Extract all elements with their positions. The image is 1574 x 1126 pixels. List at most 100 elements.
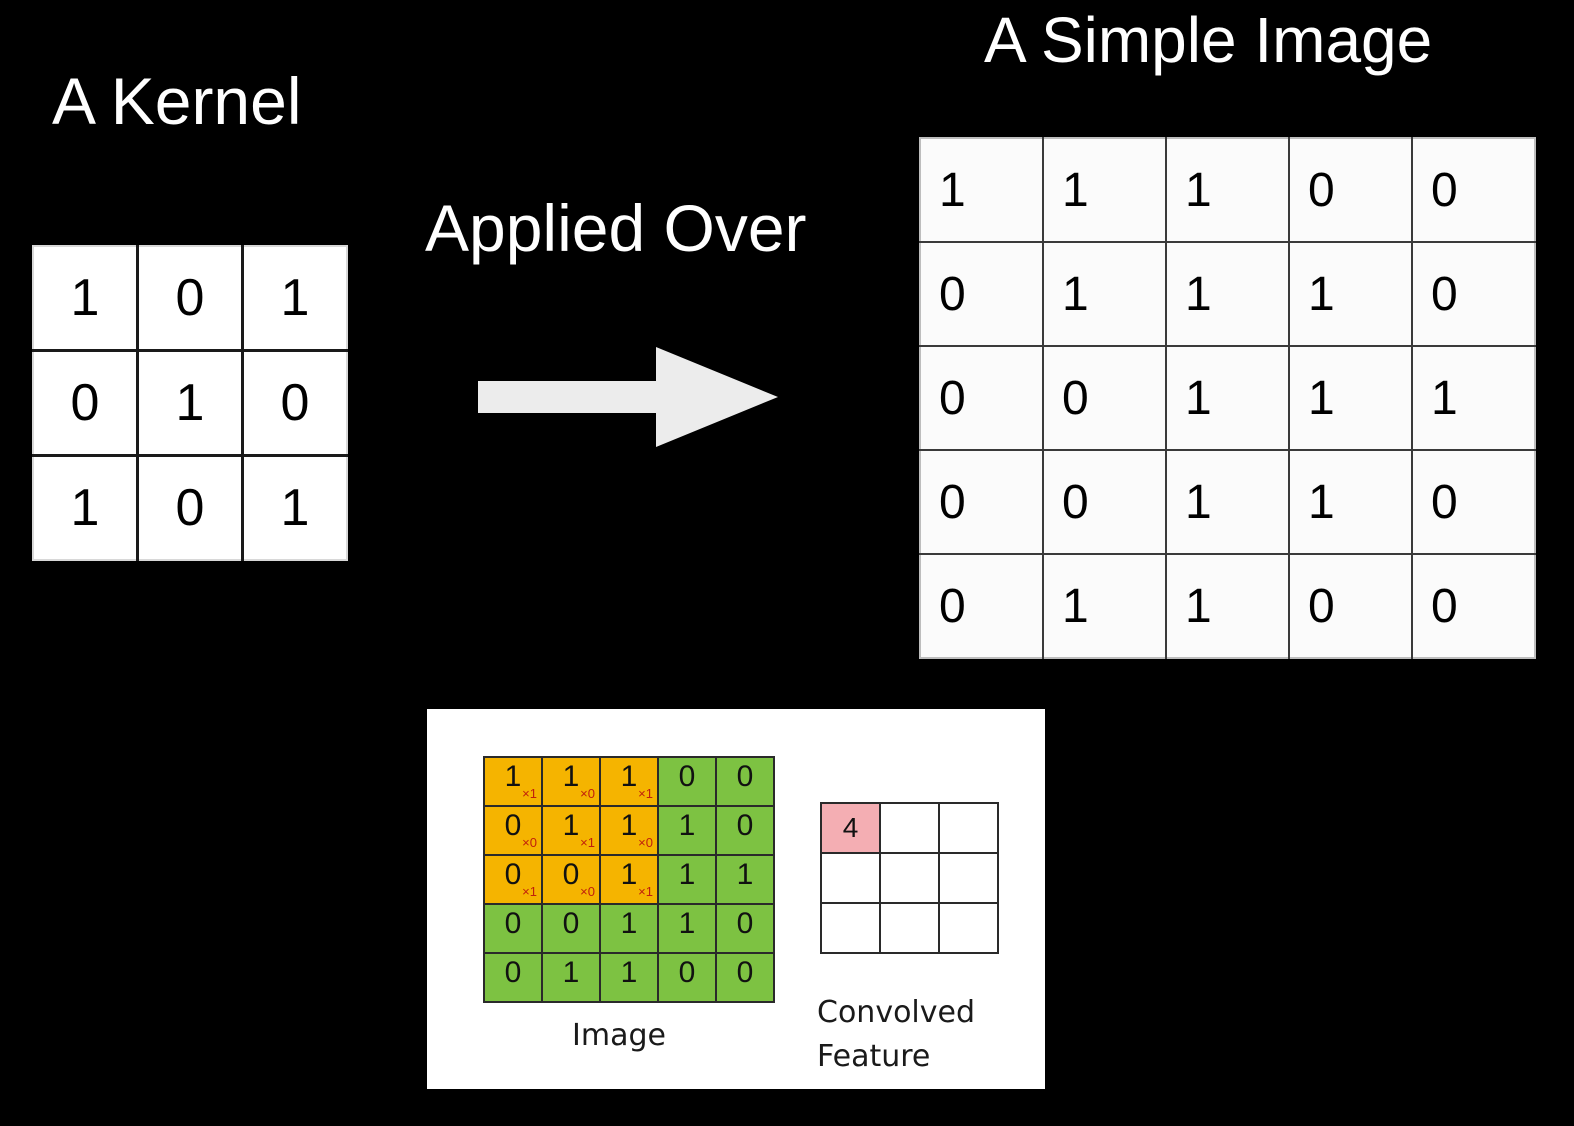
kernel-cell: 1 xyxy=(136,349,244,457)
conv-cell-content: 1 xyxy=(659,803,715,850)
convolved-feature-label-line1: Convolved xyxy=(817,995,976,1030)
convolved-feature-matrix: 4 xyxy=(820,802,999,954)
right-arrow-icon xyxy=(478,347,778,447)
image-cell: 0 xyxy=(920,345,1044,451)
conv-cell-content: 0 xyxy=(485,950,541,997)
conv-cell-content: 0 xyxy=(543,901,599,948)
conv-cell-content: 0 xyxy=(659,754,715,801)
kernel-window-cell: 0×0 xyxy=(541,852,601,905)
kernel-cell: 1 xyxy=(241,454,347,560)
conv-image-cell: 1 xyxy=(599,950,659,1003)
conv-cell-content: 1×1 xyxy=(485,754,541,801)
image-cell: 0 xyxy=(920,553,1044,658)
applied-over-label: Applied Over xyxy=(425,191,807,265)
feature-cell xyxy=(938,802,999,854)
image-cell: 1 xyxy=(1165,553,1290,658)
kernel-title: A Kernel xyxy=(52,64,302,138)
image-cell: 1 xyxy=(1411,345,1535,451)
conv-image-cell: 0 xyxy=(715,903,775,954)
image-cell: 1 xyxy=(1288,449,1413,555)
image-label: Image xyxy=(572,1018,666,1053)
conv-cell-value: 0 xyxy=(736,907,754,940)
conv-cell-value: 1 xyxy=(562,809,580,842)
kernel-window-cell: 1×1 xyxy=(599,756,659,807)
conv-cell-value: 0 xyxy=(504,809,522,842)
feature-row xyxy=(820,852,999,904)
conv-cell-content: 0 xyxy=(717,803,773,850)
image-cell: 1 xyxy=(1165,345,1290,451)
kernel-weight-label: ×1 xyxy=(522,786,537,801)
conv-image-cell: 0 xyxy=(715,803,775,856)
conv-image-cell: 0 xyxy=(715,950,775,1003)
image-cell: 1 xyxy=(1165,138,1290,243)
conv-cell-content: 1 xyxy=(601,950,657,997)
image-cell: 0 xyxy=(1288,138,1413,243)
image-row: 0 0 1 1 1 xyxy=(920,345,1535,451)
conv-image-cell: 1 xyxy=(715,854,775,905)
conv-cell-value: 1 xyxy=(736,858,754,891)
conv-cell-value: 0 xyxy=(736,809,754,842)
image-cell: 0 xyxy=(1411,449,1535,555)
feature-cell: 4 xyxy=(820,802,881,854)
conv-cell-value: 1 xyxy=(562,760,580,793)
conv-cell-value: 1 xyxy=(504,760,522,793)
simple-image-matrix: 1 1 1 0 0 0 1 1 1 0 0 0 1 1 1 0 0 1 1 0 xyxy=(919,137,1536,659)
feature-cell xyxy=(938,902,999,954)
conv-cell-content: 1 xyxy=(543,950,599,997)
image-cell: 0 xyxy=(1042,345,1167,451)
conv-cell-content: 1×1 xyxy=(543,803,599,850)
kernel-matrix: 1 0 1 0 1 0 1 0 1 xyxy=(32,245,348,561)
image-cell: 0 xyxy=(1411,138,1535,243)
image-cell: 1 xyxy=(1042,241,1167,347)
conv-image-cell: 1 xyxy=(599,901,659,954)
simple-image-title: A Simple Image xyxy=(984,4,1433,76)
feature-row xyxy=(820,902,999,954)
kernel-window-cell: 1×1 xyxy=(483,754,543,807)
conv-image-cell: 1 xyxy=(657,903,717,954)
image-cell: 0 xyxy=(920,241,1044,347)
conv-image-cell: 0 xyxy=(657,952,717,1003)
kernel-window-cell: 0×0 xyxy=(483,805,543,856)
conv-cell-value: 0 xyxy=(504,907,522,940)
conv-image-cell: 0 xyxy=(483,903,543,954)
conv-cell-value: 0 xyxy=(678,760,696,793)
conv-cell-value: 0 xyxy=(736,760,754,793)
feature-cell xyxy=(820,902,881,954)
image-cell: 0 xyxy=(920,449,1044,555)
kernel-cell: 1 xyxy=(241,246,347,352)
kernel-cell: 0 xyxy=(241,349,347,457)
image-row: 0 1 1 1 0 xyxy=(920,241,1535,347)
feature-cell xyxy=(879,852,940,904)
image-row: 1 1 1 0 0 xyxy=(920,138,1535,243)
kernel-window-cell: 1×0 xyxy=(599,805,659,856)
conv-image-cell: 0 xyxy=(541,901,601,954)
conv-cell-value: 1 xyxy=(562,956,580,989)
kernel-cell: 1 xyxy=(33,246,139,352)
conv-image-cell: 0 xyxy=(715,754,775,807)
conv-cell-content: 0×1 xyxy=(485,852,541,899)
kernel-weight-label: ×1 xyxy=(580,835,595,850)
kernel-weight-label: ×1 xyxy=(638,786,653,801)
conv-cell-content: 1 xyxy=(601,901,657,948)
kernel-cell: 1 xyxy=(33,454,139,560)
kernel-window-cell: 0×1 xyxy=(483,852,543,905)
kernel-cell: 0 xyxy=(33,349,139,457)
image-cell: 0 xyxy=(1411,553,1535,658)
conv-cell-value: 1 xyxy=(620,809,638,842)
feature-cell xyxy=(938,852,999,904)
kernel-weight-label: ×0 xyxy=(580,786,595,801)
conv-cell-value: 0 xyxy=(562,907,580,940)
image-cell: 0 xyxy=(1288,553,1413,658)
conv-cell-content: 0 xyxy=(717,754,773,801)
conv-cell-content: 0×0 xyxy=(543,852,599,899)
image-cell: 1 xyxy=(1288,241,1413,347)
conv-cell-content: 0 xyxy=(717,950,773,997)
conv-cell-value: 1 xyxy=(620,858,638,891)
conv-cell-value: 1 xyxy=(678,907,696,940)
